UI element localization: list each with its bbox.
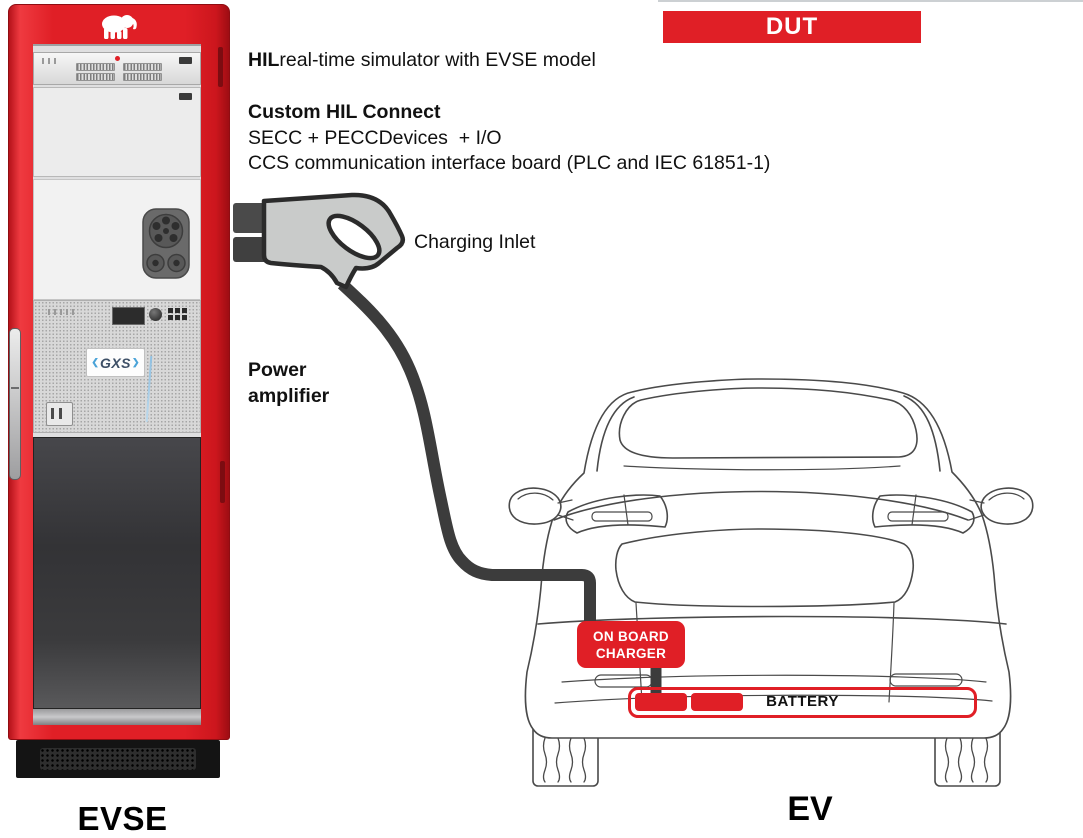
gxs-swoosh-left-icon: ❮	[91, 357, 99, 367]
hil-note-bold: HIL	[248, 49, 280, 71]
obc-label-line1: ON BOARD	[593, 629, 669, 644]
brand-dot-icon	[115, 56, 120, 61]
c-pillar-left	[596, 396, 635, 472]
rear-window	[618, 387, 918, 459]
gxs-logo: ❮ GXS ❯	[86, 348, 145, 377]
door-hinge-slot	[220, 461, 225, 503]
battery-cell	[691, 693, 743, 711]
amp-button	[182, 308, 187, 313]
vent-slot	[123, 73, 162, 81]
amp-button	[168, 308, 173, 313]
battery-label: BATTERY	[766, 693, 839, 710]
bumper-crease	[561, 674, 987, 683]
amp-display	[112, 307, 145, 325]
dut-banner: DUT	[663, 11, 921, 43]
amp-button	[168, 315, 173, 320]
amp-controls-marks	[48, 309, 78, 315]
evse-caption: EVSE	[77, 800, 168, 837]
charging-connector-icon	[233, 192, 406, 290]
trunk-lid	[614, 528, 915, 608]
elephant-logo-icon	[102, 15, 137, 39]
taillight-right	[871, 494, 975, 534]
beltline	[553, 490, 969, 521]
power-amplifier-label-line1: Power	[248, 359, 307, 381]
connect-note-line3: CCS communication interface board (PLC a…	[248, 152, 771, 174]
gxs-swoosh-right-icon: ❯	[132, 357, 140, 367]
bumper-lower-line	[554, 694, 993, 704]
hil-simulator-unit	[33, 52, 201, 85]
cabinet-rack-interior: ❮ GXS ❯	[33, 44, 201, 725]
power-amplifier-label-line2: amplifier	[248, 385, 330, 407]
amp-button	[182, 315, 187, 320]
power-amplifier-label: Power amplifier	[248, 357, 329, 409]
door-hinge-slot	[218, 47, 223, 87]
cabinet-base	[16, 740, 220, 778]
base-vent	[40, 748, 196, 770]
circuit-breaker	[46, 402, 73, 426]
evse-cabinet: ❮ GXS ❯	[8, 4, 230, 740]
obc-label-line2: CHARGER	[595, 646, 667, 661]
door-reflection-strip	[33, 709, 201, 725]
bumper-seam-right	[888, 602, 895, 703]
charging-inlet-label: Charging Inlet	[414, 231, 536, 253]
side-mirror-right	[968, 487, 1034, 525]
battery-box: BATTERY	[628, 687, 977, 718]
charging-cable	[337, 279, 596, 623]
crop-border-line	[658, 0, 1083, 2]
hil-simulator-note: HILreal-time simulator with EVSE model	[248, 48, 596, 74]
hil-note-rest: real-time simulator with EVSE model	[279, 49, 596, 71]
taillight-left	[565, 494, 669, 534]
amp-button	[175, 308, 180, 313]
connect-note-line2: SECC + PECCDevices + I/O	[248, 126, 502, 149]
custom-hil-connect-note: Custom HIL Connect SECC + PECCDevices + …	[248, 100, 770, 177]
amp-knob	[149, 308, 162, 321]
hil-connect-unit	[33, 87, 201, 177]
ccs-inlet-panel	[33, 179, 201, 300]
gxs-logo-text: GXS	[99, 354, 132, 371]
power-switch	[179, 57, 192, 64]
dark-glass-door	[33, 437, 201, 709]
ccs-socket-icon	[142, 208, 190, 279]
c-pillar-right	[903, 395, 941, 472]
power-amplifier-unit: ❮ GXS ❯	[33, 300, 201, 433]
ev-caption: EV	[787, 790, 833, 828]
power-switch	[179, 93, 192, 100]
reflector-right	[889, 673, 963, 687]
connect-note-title: Custom HIL Connect	[248, 101, 441, 123]
on-board-charger-box: ON BOARD CHARGER	[577, 621, 685, 668]
parcel-shelf-line	[623, 465, 901, 471]
vent-slot	[76, 63, 115, 71]
side-mirror-left	[508, 487, 574, 525]
front-labels	[42, 58, 60, 64]
amp-button	[175, 315, 180, 320]
door-handle	[9, 328, 21, 480]
vent-slot	[123, 63, 162, 71]
vent-slot	[76, 73, 115, 81]
battery-cell	[635, 693, 687, 711]
